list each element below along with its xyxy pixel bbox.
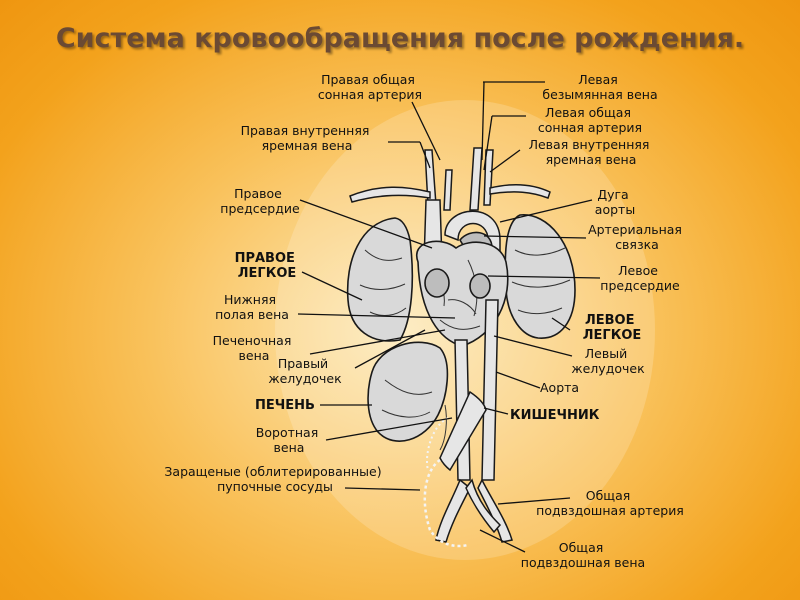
label-left-lung: ЛЕВОЕ ЛЕГКОЕ xyxy=(583,313,642,343)
label-right-atrium: Правое предсердие xyxy=(220,186,300,216)
label-left-internal-jugular: Левая внутренняя яремная вена xyxy=(529,137,654,167)
label-left-common-carotid: Левая общая сонная артерия xyxy=(538,105,642,135)
label-intestine: КИШЕЧНИК xyxy=(510,408,600,423)
label-aortic-arch: Дуга аорты xyxy=(595,187,635,217)
label-left-ventricle: Левый желудочек xyxy=(571,346,645,376)
label-left-brachiocephalic-vein: Левая безымянная вена xyxy=(542,72,657,102)
label-inferior-vena-cava: Нижняя полая вена xyxy=(215,292,289,322)
label-aorta: Аорта xyxy=(540,380,579,395)
right-lung-shape xyxy=(346,217,414,342)
label-hepatic-vein: Печеночная вена xyxy=(213,333,296,363)
label-common-iliac-vein: Общая подвздошная вена xyxy=(521,540,645,570)
labels: Правая общая сонная артерия Левая безымя… xyxy=(164,72,686,570)
label-liver: ПЕЧЕНЬ xyxy=(255,398,315,413)
label-common-iliac-artery: Общая подвздошная артерия xyxy=(536,488,684,518)
label-portal-vein: Воротная вена xyxy=(256,425,322,455)
leader-lines xyxy=(297,81,601,553)
liver-shape xyxy=(367,341,449,442)
label-right-common-carotid: Правая общая сонная артерия xyxy=(318,72,422,102)
diagram-title: Система кровообращения после рождения. xyxy=(55,23,745,54)
label-arterial-ligament: Артериальная связка xyxy=(588,222,686,252)
label-right-ventricle: Правый желудочек xyxy=(268,356,342,386)
label-left-atrium: Левое предсердие xyxy=(600,263,680,293)
anatomy-illustration xyxy=(275,100,655,560)
label-right-lung: ПРАВОЕ ЛЕГКОЕ xyxy=(235,251,300,281)
label-umbilical-vessels: Заращеные (облитерированные) пупочные со… xyxy=(164,464,385,494)
label-right-internal-jugular: Правая внутренняя яремная вена xyxy=(241,123,374,153)
